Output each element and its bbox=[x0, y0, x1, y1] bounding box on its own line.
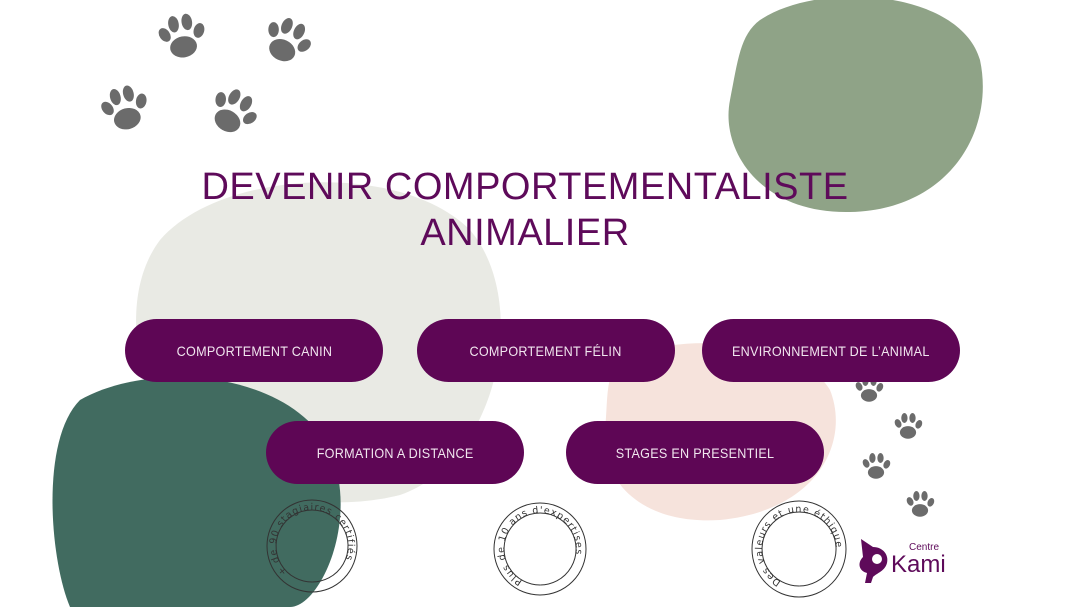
logo-small-text: Centre bbox=[909, 542, 940, 553]
dark-green-blob bbox=[52, 377, 341, 607]
formation-distance-button[interactable]: FORMATION A DISTANCE bbox=[266, 421, 524, 484]
cat-head-icon bbox=[859, 539, 888, 583]
title-line-2: ANIMALIER bbox=[420, 212, 630, 254]
logo-big-text: Kami bbox=[891, 551, 946, 578]
sage-blob bbox=[728, 0, 983, 213]
button-label: COMPORTEMENT FÉLIN bbox=[469, 342, 623, 359]
comportement-canin-button[interactable]: COMPORTEMENT CANIN bbox=[125, 319, 383, 382]
page-title: DEVENIR COMPORTEMENTALISTE ANIMALIER bbox=[150, 164, 900, 256]
button-label: STAGES EN PRESENTIEL bbox=[615, 444, 775, 461]
title-line-1: DEVENIR COMPORTEMENTALISTE bbox=[201, 166, 849, 208]
centre-kami-logo: Centre Kami bbox=[855, 537, 946, 583]
environnement-animal-button[interactable]: ENVIRONNEMENT DE L’ANIMAL bbox=[702, 319, 960, 382]
comportement-felin-button[interactable]: COMPORTEMENT FÉLIN bbox=[417, 319, 675, 382]
stages-presentiel-button[interactable]: STAGES EN PRESENTIEL bbox=[566, 421, 824, 484]
badge-10-ans: Plus de 10 ans d'expertises bbox=[496, 505, 584, 587]
button-label: ENVIRONNEMENT DE L’ANIMAL bbox=[732, 342, 930, 359]
button-label: COMPORTEMENT CANIN bbox=[176, 342, 332, 359]
button-label: FORMATION A DISTANCE bbox=[316, 444, 474, 461]
badge-valeurs: Des valeurs et une éthique bbox=[754, 504, 844, 588]
